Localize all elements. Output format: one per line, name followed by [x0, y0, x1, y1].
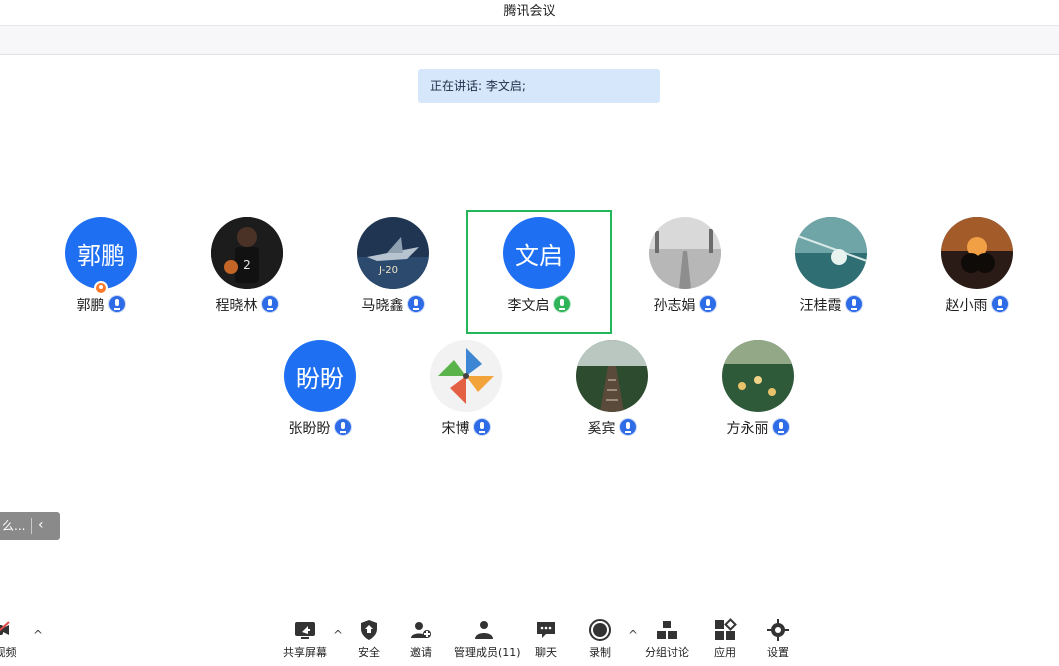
- participant-tile[interactable]: 汪桂霞: [771, 211, 891, 331]
- participant-name: 马晓鑫: [361, 298, 404, 314]
- participant-tile[interactable]: 2 程晓林: [187, 211, 307, 331]
- settings-label: 设置: [767, 646, 789, 659]
- gear-icon: [766, 618, 790, 642]
- participant-name: 宋博: [441, 421, 470, 437]
- record-options-caret-icon[interactable]: ^: [627, 628, 639, 642]
- share-screen-label: 共享屏幕: [283, 646, 327, 659]
- avatar: [941, 217, 1013, 289]
- breakout-label: 分组讨论: [645, 646, 689, 659]
- invite-label: 邀请: [410, 646, 432, 659]
- mic-muted-icon[interactable]: [990, 295, 1009, 313]
- jet-photo: [357, 217, 429, 289]
- avatar: 2: [211, 217, 283, 289]
- sunset-photo: [941, 217, 1013, 289]
- road-photo: [649, 217, 721, 289]
- participant-name: 孙志娟: [653, 298, 696, 314]
- apps-icon: [713, 618, 737, 642]
- shield-icon: [357, 618, 381, 642]
- video-options-caret-icon[interactable]: ^: [32, 628, 44, 642]
- members-icon: [472, 618, 496, 642]
- participant-tile[interactable]: 赵小雨: [917, 211, 1037, 331]
- settings-button[interactable]: 设置: [748, 618, 808, 662]
- pill-divider: [31, 518, 32, 534]
- chat-button[interactable]: 聊天: [516, 618, 576, 662]
- invite-user-icon: [409, 618, 433, 642]
- participant-tile[interactable]: 宋博: [406, 334, 526, 454]
- mic-muted-icon[interactable]: [618, 418, 637, 436]
- record-icon: [588, 618, 612, 642]
- avatar: 盼盼: [284, 340, 356, 412]
- participant-tile[interactable]: J-20 马晓鑫: [333, 211, 453, 331]
- share-screen-icon: [293, 618, 317, 642]
- share-screen-button[interactable]: 共享屏幕: [275, 618, 335, 662]
- manage-members-label: 管理成员(11): [454, 646, 521, 659]
- window-title: 腾讯会议: [0, 0, 1059, 24]
- chat-label: 聊天: [535, 646, 557, 659]
- participant-name: 汪桂霞: [799, 298, 842, 314]
- mic-muted-icon[interactable]: [472, 418, 491, 436]
- share-options-caret-icon[interactable]: ^: [332, 628, 344, 642]
- participant-name: 李文启: [507, 298, 550, 314]
- video-off-icon: [0, 618, 12, 642]
- mic-muted-icon[interactable]: [771, 418, 790, 436]
- participant-tile[interactable]: 郭鹏 郭鹏: [41, 211, 161, 331]
- chevron-left-icon[interactable]: ‹: [38, 517, 44, 533]
- record-button[interactable]: 录制: [570, 618, 630, 662]
- security-label: 安全: [358, 646, 380, 659]
- avatar: [430, 340, 502, 412]
- participant-tile[interactable]: 盼盼 张盼盼: [260, 334, 380, 454]
- participant-tile[interactable]: 方永丽: [698, 334, 818, 454]
- svg-text:2: 2: [243, 258, 251, 272]
- mic-muted-icon[interactable]: [406, 295, 425, 313]
- participant-tile[interactable]: 文启 李文启: [479, 211, 599, 331]
- manage-members-button[interactable]: 管理成员(11): [454, 618, 521, 662]
- breakout-icon: [655, 618, 679, 642]
- pinwheel-photo: [430, 340, 502, 412]
- participant-name: 郭鹏: [76, 298, 105, 314]
- rails-photo: [576, 340, 648, 412]
- jet-caption: J-20: [379, 265, 398, 276]
- start-video-label: 启视频: [0, 646, 17, 659]
- participant-name: 程晓林: [215, 298, 258, 314]
- avatar: J-20: [357, 217, 429, 289]
- mic-muted-icon[interactable]: [844, 295, 863, 313]
- participant-tile[interactable]: 奚宾: [552, 334, 672, 454]
- collapsed-panel-pill[interactable]: 么... ‹: [0, 512, 60, 540]
- avatar: 文启: [503, 217, 575, 289]
- apps-button[interactable]: 应用: [695, 618, 755, 662]
- apps-label: 应用: [714, 646, 736, 659]
- mic-speaking-icon[interactable]: [552, 295, 571, 313]
- participant-tile[interactable]: 孙志娟: [625, 211, 745, 331]
- mic-muted-icon[interactable]: [333, 418, 352, 436]
- host-badge-icon: [94, 281, 108, 295]
- security-button[interactable]: 安全: [339, 618, 399, 662]
- water-drop-photo: [795, 217, 867, 289]
- speaking-banner: 正在讲话: 李文启;: [418, 69, 660, 103]
- avatar: [649, 217, 721, 289]
- avatar: [576, 340, 648, 412]
- chat-icon: [534, 618, 558, 642]
- participant-name: 奚宾: [587, 421, 616, 437]
- mic-muted-icon[interactable]: [107, 295, 126, 313]
- avatar: 郭鹏: [65, 217, 137, 289]
- flowers-photo: [722, 340, 794, 412]
- invite-button[interactable]: 邀请: [391, 618, 451, 662]
- participant-name: 方永丽: [726, 421, 769, 437]
- pill-text: 么...: [2, 519, 26, 533]
- meeting-toolbar: 启视频 ^ 共享屏幕 ^ 安全 邀请 管理成员(11) 聊天: [0, 604, 1059, 666]
- active-speaker-frame: [466, 210, 612, 334]
- basketball-player-photo: 2: [211, 217, 283, 289]
- participant-name: 赵小雨: [945, 298, 988, 314]
- avatar: [795, 217, 867, 289]
- participant-name: 张盼盼: [288, 421, 331, 437]
- mic-muted-icon[interactable]: [260, 295, 279, 313]
- avatar: [722, 340, 794, 412]
- breakout-rooms-button[interactable]: 分组讨论: [637, 618, 697, 662]
- top-bar: [0, 25, 1059, 55]
- mic-muted-icon[interactable]: [698, 295, 717, 313]
- record-label: 录制: [589, 646, 611, 659]
- start-video-button[interactable]: 启视频: [0, 618, 30, 662]
